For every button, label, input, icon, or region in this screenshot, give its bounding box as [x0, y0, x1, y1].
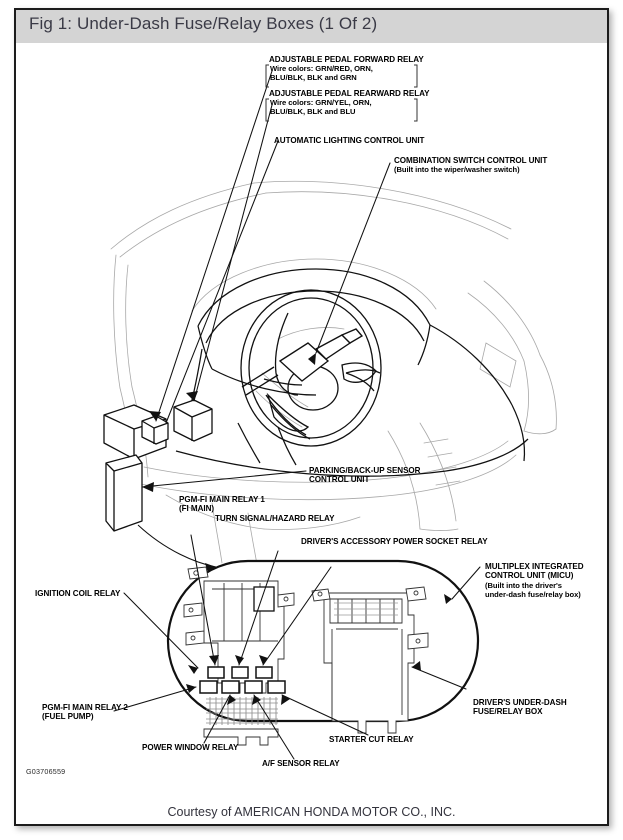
wire-color-brackets [265, 64, 418, 122]
page-title: Fig 1: Under-Dash Fuse/Relay Boxes (1 Of… [29, 14, 378, 33]
relay-leader-lines [113, 534, 369, 760]
document-page: Fig 1: Under-Dash Fuse/Relay Boxes (1 Of… [14, 8, 609, 826]
callout-combination-switch-control-unit: COMBINATION SWITCH CONTROL UNIT [394, 156, 548, 165]
callout-turn-signal-hazard-relay: TURN SIGNAL/HAZARD RELAY [215, 514, 335, 523]
callout-a-f-sensor-relay: A/F SENSOR RELAY [262, 759, 340, 768]
callout-starter-cut-relay: STARTER CUT RELAY [329, 735, 414, 744]
blowup-connector-arrow [205, 563, 216, 573]
left-relay-box [183, 566, 295, 746]
dash-main-outlines [175, 268, 529, 477]
right-relay-box [311, 586, 429, 734]
figure-part-number: G03706559 [26, 767, 66, 776]
callout-ignition-coil-relay: IGNITION COIL RELAY [35, 589, 121, 598]
right-box-connector-detail [334, 602, 398, 616]
callout-adjustable-pedal-forward-relay-detail: Wire colors: GRN/RED, ORN, BLU/BLK, BLK … [270, 64, 373, 82]
callout-adjustable-pedal-rearward-relay: ADJUSTABLE PEDAL REARWARD RELAY [269, 89, 430, 98]
blowup-connector [137, 524, 217, 568]
callout-power-window-relay: POWER WINDOW RELAY [142, 743, 239, 752]
dash-interior-contours [110, 180, 557, 572]
leader-lines [141, 70, 481, 690]
callout-drivers-accessory-power-socket-relay: DRIVER'S ACCESSORY POWER SOCKET RELAY [301, 537, 488, 546]
leader-arrowheads [142, 353, 316, 492]
callout-adjustable-pedal-rearward-relay-detail: Wire colors: GRN/YEL, ORN, BLU/BLK, BLK … [270, 98, 372, 116]
callout-drivers-under-dash-fuse-relay-box: DRIVER'S UNDER-DASH FUSE/RELAY BOX [473, 698, 567, 717]
callout-pgm-fi-main-relay-2: PGM-FI MAIN RELAY 2 (FUEL PUMP) [42, 703, 128, 722]
control-unit-boxes [103, 399, 213, 532]
callout-multiplex-integrated-control-unit-detail: (Built into the driver's under-dash fuse… [485, 581, 581, 599]
callout-automatic-lighting-control-unit: AUTOMATIC LIGHTING CONTROL UNIT [274, 136, 425, 145]
callout-adjustable-pedal-forward-relay: ADJUSTABLE PEDAL FORWARD RELAY [269, 55, 424, 64]
figure-title-bar: Fig 1: Under-Dash Fuse/Relay Boxes (1 Of… [16, 10, 607, 43]
relay-sockets-top-row [207, 666, 273, 679]
callout-combination-switch-control-unit-detail: (Built into the wiper/washer switch) [394, 165, 520, 174]
relay-sockets-bottom-row [199, 680, 286, 694]
callout-parking-back-up-sensor-control-unit: PARKING/BACK-UP SENSOR CONTROL UNIT [309, 466, 421, 485]
callout-multiplex-integrated-control-unit: MULTIPLEX INTEGRATED CONTROL UNIT (MICU) [485, 562, 584, 581]
dashboard-line-drawing [103, 64, 557, 760]
callout-pgm-fi-main-relay-1: PGM-FI MAIN RELAY 1 (FI MAIN) [179, 495, 265, 514]
courtesy-notice: Courtesy of AMERICAN HONDA MOTOR CO., IN… [167, 805, 456, 819]
steering-wheel [240, 289, 382, 447]
relay-leader-arrowheads [186, 594, 452, 705]
figure-illustration: ADJUSTABLE PEDAL FORWARD RELAY Wire colo… [16, 43, 607, 791]
